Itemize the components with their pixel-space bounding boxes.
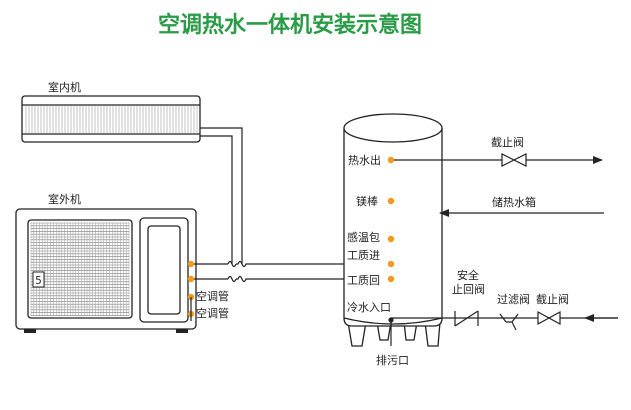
port-magnesium-rod: 镁棒 (356, 194, 378, 208)
filter-valve-icon (499, 313, 519, 323)
port-temperature-sensor: 感温包 (347, 231, 380, 244)
magnesium-rod-dot (387, 197, 395, 205)
port-cold-water-inlet: 冷水入口 (347, 301, 391, 314)
indoor-unit (21, 95, 201, 143)
cold-water-inlet-line (388, 310, 618, 346)
hot-water-out-dot (387, 156, 395, 164)
outdoor-port-2 (187, 275, 195, 283)
shutoff-valve-icon (501, 153, 516, 167)
outdoor-unit: 5 (15, 208, 197, 333)
port-refrigerant-return: 工质回 (347, 274, 380, 287)
ac-pipe-label-1: 空调管 (196, 289, 229, 303)
check-valve-label-1: 安全 (457, 268, 479, 282)
inlet-shutoff-label: 截止阀 (536, 292, 569, 306)
drain-label: 排污口 (376, 353, 409, 367)
port-refrigerant-in: 工质进 (347, 249, 380, 262)
indoor-unit-label: 室内机 (48, 80, 81, 94)
refrigerant-in-dot (387, 260, 395, 268)
unit-badge-box (32, 271, 45, 288)
hot-water-out-line (394, 153, 603, 167)
filter-valve-label: 过滤阀 (497, 292, 530, 306)
refrigerant-return-dot (387, 275, 395, 283)
ac-pipe-label-2: 空调管 (196, 306, 229, 320)
refrigerant-pipes (194, 260, 388, 283)
unit-badge: 5 (35, 275, 42, 287)
hot-out-shutoff-label: 截止阀 (491, 135, 524, 149)
diagram-title: 空调热水一体机安装示意图 (158, 12, 422, 38)
check-valve-label-2: 止回阀 (452, 282, 485, 296)
check-valve-icon (454, 310, 479, 327)
inlet-shutoff-valve-icon (537, 310, 551, 326)
indoor-connection-pipe (200, 127, 243, 264)
outdoor-unit-label: 室外机 (48, 192, 81, 206)
outdoor-port-1 (187, 260, 195, 268)
fan-grille (30, 222, 130, 316)
indoor-vent-grille (25, 106, 198, 133)
temperature-sensor-dot (387, 235, 395, 243)
hot-water-tank (343, 113, 443, 347)
port-hot-water-out: 热水出 (348, 153, 381, 167)
storage-tank-label: 储热水箱 (492, 195, 536, 209)
